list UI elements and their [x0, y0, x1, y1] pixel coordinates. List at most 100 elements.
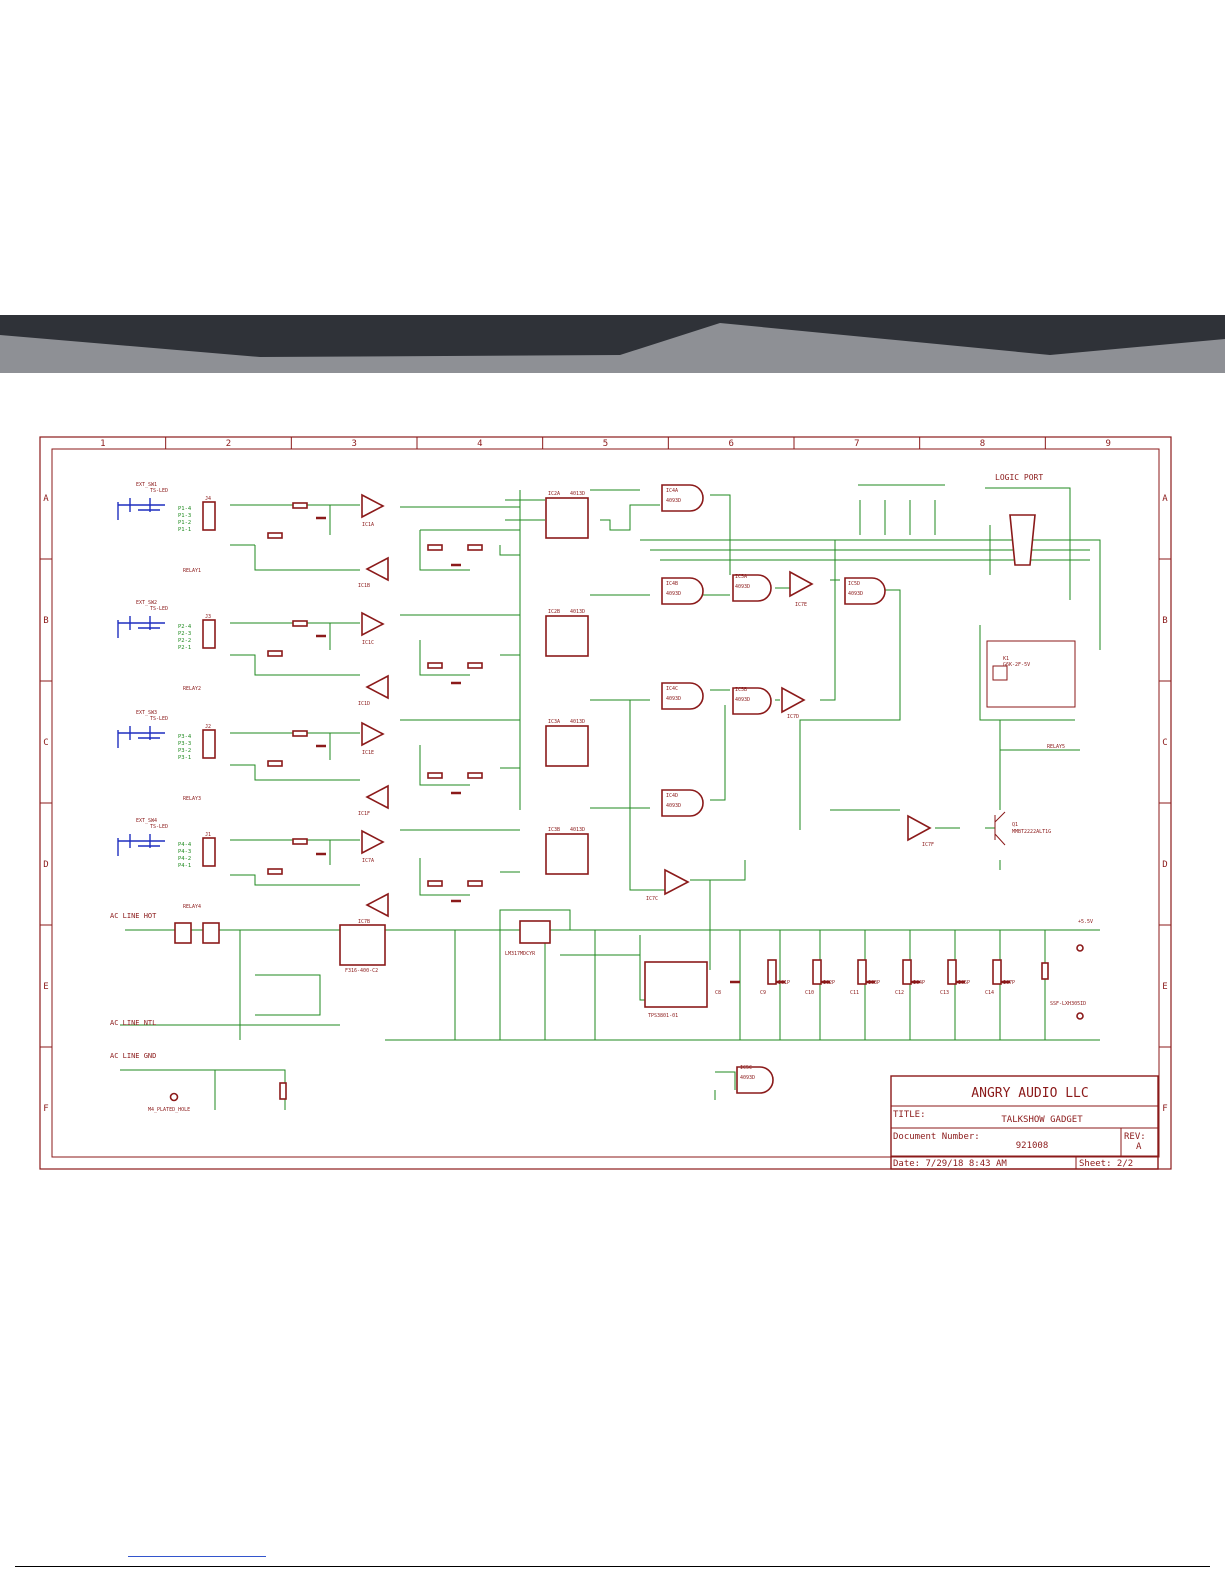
filter-resistor: [467, 880, 483, 887]
inverter-ref: IC1D: [358, 701, 370, 707]
filter-resistor: [427, 662, 443, 669]
base-resistor: [267, 760, 283, 767]
filter-resistor: [467, 772, 483, 779]
relay-net: RELAY2: [183, 686, 201, 692]
flip-flop-part: 4013D: [570, 609, 585, 615]
footer-rule: [15, 1566, 1210, 1567]
row-label-right: F: [1162, 1104, 1167, 1114]
connector-pin: P3-4: [178, 734, 192, 740]
base-resistor: [267, 868, 283, 875]
gate-ic4b: [661, 577, 704, 605]
gate-ref: IC5C: [740, 1065, 752, 1071]
row-label-left: C: [43, 738, 48, 748]
flip-flop: [545, 725, 589, 767]
series-resistor: [292, 838, 308, 845]
transistor-ref: Q1: [1012, 822, 1018, 828]
gate-part: 4093D: [666, 803, 681, 809]
footer-link-underline: [128, 1556, 266, 1557]
connector-pin: P2-4: [178, 624, 192, 630]
date: Date: 7/29/18 8:43 AM: [893, 1159, 1007, 1169]
filter-resistor: [467, 544, 483, 551]
output-inverter: [365, 892, 389, 918]
sheet-number: Sheet: 2/2: [1079, 1159, 1133, 1169]
test-point-1: [1076, 944, 1084, 952]
connector-pin: P3-3: [178, 741, 191, 747]
column-label-top: 9: [1105, 439, 1110, 449]
flip-flop-ref: IC2A: [548, 491, 560, 497]
filter-resistor: [427, 544, 443, 551]
column-label-top: 3: [351, 439, 356, 449]
fuse-1: [174, 922, 192, 944]
switch-ref: EXT_SW1: [136, 482, 157, 488]
connector-ref: J2: [205, 724, 211, 730]
filter-resistor: [427, 880, 443, 887]
row-label-left: B: [43, 616, 48, 626]
ground-resistor: [279, 1082, 287, 1100]
gate-ic5c: [736, 1066, 774, 1094]
logic-port: LOGIC PORT: [995, 473, 1043, 566]
flip-flop: [545, 615, 589, 657]
row-label-left: A: [43, 494, 49, 504]
gate-part: 4093D: [666, 696, 681, 702]
connector-pin: P1-3: [178, 513, 191, 519]
ic-power-ref: IC4P: [913, 980, 925, 986]
channel-2: EXT_SW2TS-LEDP2-4P2-3P2-2P2-1J3IC1CIC1DR…: [117, 600, 589, 707]
relay-net-label: RELAY5: [1047, 744, 1065, 750]
ic-power-ref: IC5P: [958, 980, 970, 986]
ic-power-ref: IC3P: [868, 980, 880, 986]
ic-power-pin: [992, 959, 1002, 985]
cap-ref: C13: [940, 990, 949, 996]
inverter-ic7c: [664, 868, 690, 896]
gate-part: 4093D: [848, 591, 863, 597]
fuse-2: [202, 922, 220, 944]
ac-line-gnd-label: AC LINE GND: [110, 1052, 156, 1060]
relay-ref: K1: [1003, 656, 1009, 662]
output-inverter: [365, 674, 389, 700]
column-label-top: 8: [980, 439, 985, 449]
connector-pin: P2-1: [178, 645, 191, 651]
gate-ic4a: [661, 484, 704, 512]
ic-power-ref: IC2P: [823, 980, 835, 986]
ic-power-pin: [902, 959, 912, 985]
inverter-ref: IC7D: [787, 714, 799, 720]
relay-net: RELAY1: [183, 568, 201, 574]
cap-ref: C9: [760, 990, 766, 996]
series-resistor: [292, 730, 308, 737]
gate-ref: IC4B: [666, 581, 678, 587]
buffer-gate: [361, 493, 385, 519]
drawing-inner-frame: [51, 448, 1160, 1158]
inverter-ref: IC7C: [646, 896, 658, 902]
ic-power-pin: [767, 959, 777, 985]
gate-part: 4093D: [666, 591, 681, 597]
relay-net: RELAY4: [183, 904, 201, 910]
row-label-left: D: [43, 860, 48, 870]
buffer-gate: [361, 721, 385, 747]
buffer-gate: [361, 829, 385, 855]
gate-part: 4093D: [735, 697, 750, 703]
column-label-top: 6: [728, 439, 733, 449]
flip-flop-ref: IC2B: [548, 609, 560, 615]
column-label-top: 4: [477, 439, 482, 449]
gate-part: 4093D: [740, 1075, 755, 1081]
regulator: [519, 920, 551, 944]
transformer-part: F316-400-C2: [345, 968, 378, 974]
cap-ref: C8: [715, 990, 721, 996]
cap-ref: C10: [805, 990, 814, 996]
series-resistor: [292, 620, 308, 627]
column-label-top: 2: [226, 439, 231, 449]
switch-wiring: [117, 498, 165, 520]
revision: A: [1136, 1142, 1142, 1152]
flip-flop-part: 4013D: [570, 719, 585, 725]
led-resistor: [1041, 962, 1049, 980]
connector-body: [202, 501, 216, 531]
power-supply: AC LINE HOT AC LINE NTL AC LINE GND F316…: [110, 912, 1093, 1113]
connector-body: [202, 729, 216, 759]
buffer-gate: [361, 611, 385, 637]
row-label-right: E: [1162, 982, 1167, 992]
title-label: TITLE:: [893, 1110, 926, 1120]
switch-ref: EXT_SW2: [136, 600, 157, 606]
db9-connector: [1009, 514, 1036, 566]
switch-wiring: [117, 616, 165, 638]
relay-net: RELAY3: [183, 796, 201, 802]
